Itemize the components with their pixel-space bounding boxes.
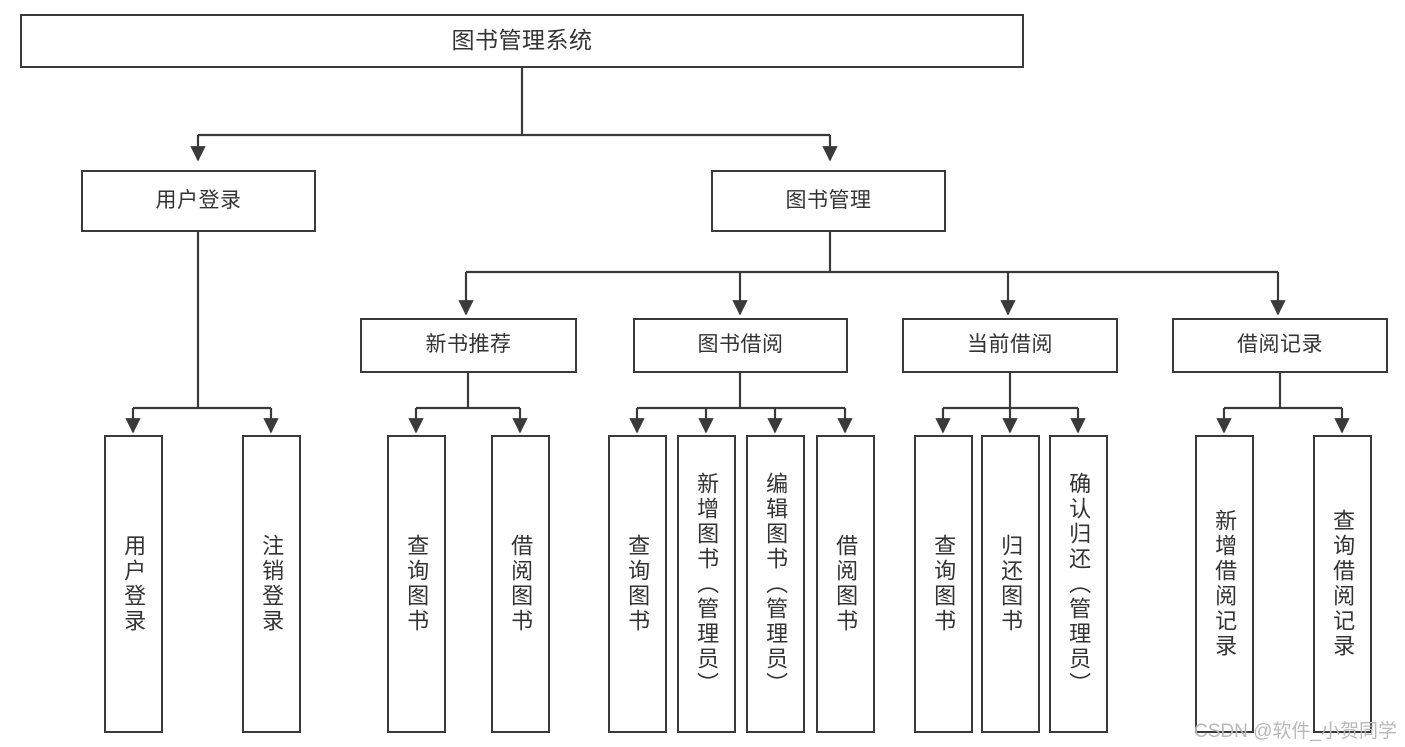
leaf-logout[interactable]: 注销登录 [242, 435, 301, 733]
leaf-query-book-recommend-label: 查询图书 [404, 534, 430, 634]
node-borrow-record[interactable]: 借阅记录 [1172, 318, 1388, 373]
leaf-query-book-borrow[interactable]: 查询图书 [608, 435, 667, 733]
node-book-management-label: 图书管理 [785, 188, 872, 212]
node-new-book-recommend[interactable]: 新书推荐 [360, 318, 577, 373]
leaf-borrow-book-recommend[interactable]: 借阅图书 [491, 435, 550, 733]
leaf-query-borrow-record[interactable]: 查询借阅记录 [1313, 435, 1372, 733]
leaf-edit-book-admin-label: 编辑图书（管理员） [763, 471, 789, 697]
leaf-return-book-label: 归还图书 [998, 534, 1024, 634]
node-borrow-record-label: 借阅记录 [1237, 333, 1323, 357]
node-book-borrow[interactable]: 图书借阅 [633, 318, 848, 373]
node-current-borrow[interactable]: 当前借阅 [902, 318, 1118, 373]
leaf-borrow-book-label: 借阅图书 [833, 534, 859, 634]
node-new-book-recommend-label: 新书推荐 [425, 333, 512, 357]
node-book-management[interactable]: 图书管理 [711, 170, 946, 232]
leaf-query-book-recommend[interactable]: 查询图书 [387, 435, 446, 733]
leaf-borrow-book-recommend-label: 借阅图书 [508, 534, 534, 634]
leaf-confirm-return-admin-label: 确认归还（管理员） [1066, 471, 1092, 697]
leaf-edit-book-admin[interactable]: 编辑图书（管理员） [746, 435, 805, 733]
leaf-query-borrow-record-label: 查询借阅记录 [1330, 509, 1356, 659]
leaf-user-login-label: 用户登录 [121, 534, 147, 634]
leaf-query-book-current[interactable]: 查询图书 [914, 435, 973, 733]
leaf-query-book-borrow-label: 查询图书 [625, 534, 651, 634]
node-book-borrow-label: 图书借阅 [697, 333, 784, 357]
watermark-text: CSDN @软件_小贺同学 [1194, 721, 1397, 742]
leaf-logout-label: 注销登录 [259, 534, 285, 634]
node-root[interactable]: 图书管理系统 [20, 14, 1024, 68]
leaf-add-book-admin-label: 新增图书（管理员） [694, 471, 720, 697]
node-root-label: 图书管理系统 [451, 27, 593, 54]
leaf-borrow-book[interactable]: 借阅图书 [816, 435, 875, 733]
leaf-return-book[interactable]: 归还图书 [981, 435, 1040, 733]
leaf-confirm-return-admin[interactable]: 确认归还（管理员） [1049, 435, 1108, 733]
leaf-add-borrow-record[interactable]: 新增借阅记录 [1195, 435, 1254, 733]
node-user-login[interactable]: 用户登录 [81, 170, 316, 232]
leaf-add-book-admin[interactable]: 新增图书（管理员） [677, 435, 736, 733]
leaf-user-login[interactable]: 用户登录 [104, 435, 163, 733]
node-current-borrow-label: 当前借阅 [967, 333, 1053, 357]
leaf-query-book-current-label: 查询图书 [931, 534, 957, 634]
leaf-add-borrow-record-label: 新增借阅记录 [1212, 509, 1238, 659]
node-user-login-label: 用户登录 [155, 188, 242, 212]
